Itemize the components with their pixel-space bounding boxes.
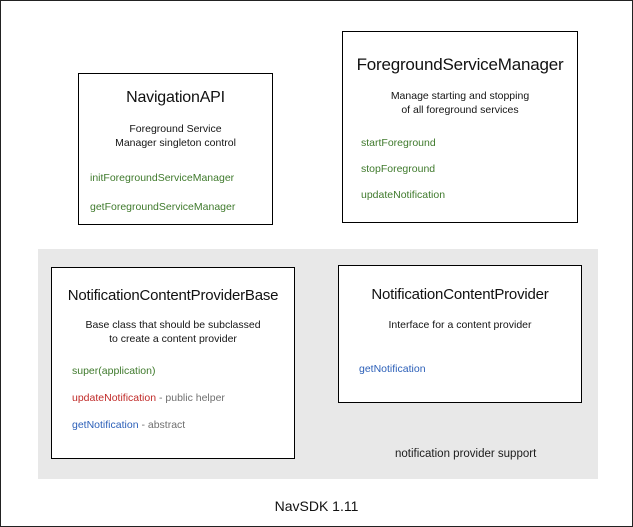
class-description-line: of all foreground services xyxy=(401,103,519,116)
member-row[interactable]: getForegroundServiceManager xyxy=(90,201,272,214)
class-description-line: Manage starting and stopping xyxy=(390,90,530,102)
member-name: updateNotification xyxy=(72,392,157,404)
member-name: getForegroundServiceManager xyxy=(90,201,236,213)
group-panel-label: notification provider support xyxy=(395,448,537,460)
class-box-navigation-api[interactable]: NavigationAPI Foreground Service Manager… xyxy=(78,73,273,225)
class-description-line: Foreground Service xyxy=(129,123,222,135)
member-list-foreground-service-manager: startForeground stopForeground updateNot… xyxy=(343,137,577,202)
member-list-navigation-api: initForegroundServiceManager getForegrou… xyxy=(79,172,272,214)
member-row[interactable]: getNotification xyxy=(359,363,581,376)
member-row[interactable]: getNotification - abstract xyxy=(72,419,294,432)
class-title-foreground-service-manager: ForegroundServiceManager xyxy=(356,55,564,74)
class-box-notification-content-provider[interactable]: NotificationContentProvider Interface fo… xyxy=(338,265,582,403)
member-list-notification-content-provider: getNotification xyxy=(339,363,581,376)
class-description-notification-content-provider: Interface for a content provider xyxy=(389,319,532,333)
member-note: - abstract xyxy=(138,419,186,431)
member-name: getNotification xyxy=(359,362,426,375)
class-description-line: Manager singleton control xyxy=(115,136,236,149)
member-name: super(application) xyxy=(72,365,156,377)
class-box-notification-content-provider-base[interactable]: NotificationContentProviderBase Base cla… xyxy=(51,267,295,459)
member-name: initForegroundServiceManager xyxy=(90,172,235,184)
footer-caption: NavSDK 1.11 xyxy=(274,498,359,514)
member-row[interactable]: updateNotification - public helper xyxy=(72,392,294,405)
class-title-notification-content-provider: NotificationContentProvider xyxy=(371,286,549,303)
member-row[interactable]: super(application) xyxy=(72,365,294,378)
class-description-line: Interface for a content provider xyxy=(388,319,532,331)
class-description-line: Base class that should be subclassed xyxy=(85,319,261,331)
member-row[interactable]: initForegroundServiceManager xyxy=(90,172,272,185)
class-description-navigation-api: Foreground Service Manager singleton con… xyxy=(115,123,236,150)
class-description-notification-content-provider-base: Base class that should be subclassed to … xyxy=(85,319,260,346)
class-box-foreground-service-manager[interactable]: ForegroundServiceManager Manage starting… xyxy=(342,31,578,223)
class-description-line: to create a content provider xyxy=(109,332,237,345)
member-name: startForeground xyxy=(361,137,436,149)
member-name: updateNotification xyxy=(361,189,446,201)
class-title-notification-content-provider-base: NotificationContentProviderBase xyxy=(67,287,279,304)
class-description-foreground-service-manager: Manage starting and stopping of all fore… xyxy=(391,90,529,117)
class-title-navigation-api: NavigationAPI xyxy=(126,89,225,106)
member-row[interactable]: startForeground xyxy=(361,137,577,150)
member-row[interactable]: updateNotification xyxy=(361,189,577,202)
member-note: - public helper xyxy=(156,392,225,404)
member-name: stopForeground xyxy=(361,163,436,175)
member-list-notification-content-provider-base: super(application) updateNotification - … xyxy=(52,365,294,432)
member-name: getNotification xyxy=(72,419,139,431)
member-row[interactable]: stopForeground xyxy=(361,163,577,176)
